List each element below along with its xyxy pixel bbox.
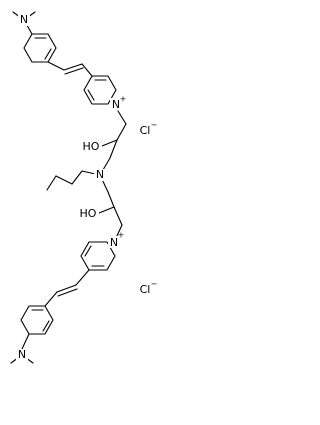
bond-ch2-choh-top bbox=[116, 123, 127, 141]
bond-top-vinyl-double-b bbox=[64, 67, 84, 75]
top-benzene-double-2 bbox=[44, 48, 52, 60]
top-pyridinium-ring bbox=[83, 75, 117, 105]
bond-bottom-vinyl-double-a bbox=[56, 284, 77, 293]
bottom-benzene-double-2 bbox=[42, 320, 50, 332]
bottom-chloride-charge: − bbox=[151, 280, 158, 289]
bond-choh-ch2n-top bbox=[109, 139, 118, 159]
top-dimethylamino-nitrogen: N bbox=[20, 13, 28, 26]
bond-butyl-3 bbox=[55, 175, 73, 185]
top-pyridinium-nitrogen: N bbox=[112, 98, 120, 111]
bond-top-ring-vinyl bbox=[47, 61, 65, 71]
bottom-pyridine-double-2 bbox=[84, 245, 92, 257]
bond-butyl-4 bbox=[46, 175, 57, 191]
bond-top-vinyl-double-a bbox=[63, 63, 83, 71]
bond-bottom-vinyl-ring bbox=[44, 291, 58, 307]
chemical-structure-diagram: N + Cl − N HO N HO N + Cl − bbox=[10, 11, 158, 364]
top-pyridine-ring bbox=[83, 75, 117, 105]
bond-bottom-vinyl-double-b bbox=[57, 288, 78, 297]
bond-butyl-2 bbox=[71, 170, 83, 185]
bottom-chloride: Cl bbox=[140, 283, 151, 296]
bottom-pyridinium-nitrogen: N bbox=[110, 236, 118, 249]
top-hydroxyl: HO bbox=[83, 140, 100, 153]
bond-ch2-choh-bottom bbox=[107, 191, 115, 208]
bottom-dimethylaminostyryl-group bbox=[10, 269, 90, 364]
hydroxypropyl-butylamine-linker bbox=[46, 110, 127, 241]
top-pyridine-double-2 bbox=[87, 89, 95, 101]
central-amine-nitrogen: N bbox=[96, 168, 104, 181]
bond-choh-oh-top bbox=[101, 139, 118, 147]
bond-choh-ch2-bottom bbox=[113, 206, 123, 226]
top-chloride: Cl bbox=[140, 124, 151, 137]
bottom-pyridinium-charge: + bbox=[118, 231, 125, 240]
bond-bottom-ring-n bbox=[21, 333, 30, 350]
bond-choh-oh-bottom bbox=[98, 206, 115, 214]
bottom-dimethylamino-nitrogen: N bbox=[18, 348, 26, 361]
bond-top-vinyl-pyridine bbox=[81, 63, 93, 77]
bottom-hydroxyl: HO bbox=[80, 207, 97, 220]
bond-npy-ch2-top bbox=[117, 110, 127, 125]
bond-bottom-pyridine-vinyl bbox=[75, 269, 90, 286]
top-pyridinium-charge: + bbox=[120, 95, 127, 104]
top-chloride-charge: − bbox=[151, 121, 158, 130]
